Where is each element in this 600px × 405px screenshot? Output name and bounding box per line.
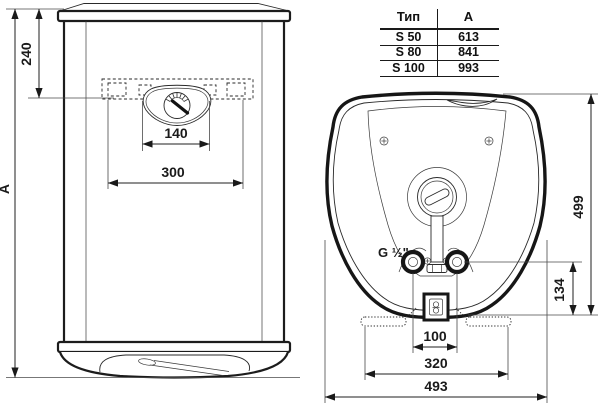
spec-table: Тип А S 50 613 S 80 841 S 100 993 [380, 3, 499, 77]
front-bottom-rim [56, 340, 292, 354]
spec-table-header-type: Тип [380, 9, 438, 28]
table-row: S 80 841 [380, 45, 499, 62]
gauge-scale-hatching [165, 92, 189, 102]
cover-screw-left [379, 136, 389, 146]
cable-gland [422, 292, 450, 322]
height-cell: 993 [458, 60, 479, 75]
front-view: A 240 140 300 [0, 3, 300, 379]
bottom-view: G ½" 499 134 100 320 [324, 91, 598, 403]
table-row: S 50 613 [380, 29, 499, 46]
dim-label-320: 320 [424, 355, 448, 371]
dim-label-overall-height: A [0, 184, 12, 194]
table-row: S 100 993 [380, 60, 499, 77]
model-cell: S 80 [380, 45, 438, 61]
dim-label-140: 140 [164, 125, 188, 141]
front-temperature-gauge [163, 92, 191, 119]
hidden-feet [360, 307, 512, 327]
dim-label-499: 499 [570, 195, 586, 219]
dim-label-300: 300 [161, 164, 185, 180]
bottom-center-panel [367, 106, 507, 277]
dim-label-100: 100 [423, 328, 447, 344]
spec-table-header-a: А [463, 9, 474, 24]
height-cell: 613 [458, 29, 479, 44]
front-bottom-cap-inner [99, 354, 251, 373]
dim-label-134: 134 [551, 278, 567, 302]
front-bottom-cap [58, 351, 290, 379]
sensor-tube [430, 215, 444, 263]
bottom-inner-contour [332, 99, 540, 311]
front-top-rim [56, 9, 292, 23]
thermostat-knob [417, 177, 457, 217]
bottom-dimensions: 499 134 100 320 493 [324, 93, 598, 403]
spec-table-header: Тип А [380, 3, 499, 30]
front-body [62, 21, 286, 342]
front-bottom-handle [138, 358, 230, 376]
height-cell: 841 [458, 45, 479, 60]
model-cell: S 100 [380, 60, 438, 76]
front-dimensions: A 240 140 300 [0, 8, 300, 378]
thread-size-label: G ½" [378, 245, 409, 260]
bottom-top-recess [446, 98, 498, 107]
pipe-left [400, 249, 426, 275]
cover-screw-right [484, 136, 494, 146]
model-cell: S 50 [380, 29, 438, 45]
dim-label-240: 240 [18, 42, 34, 66]
gauge-needle [170, 99, 190, 115]
front-top-surface [59, 3, 290, 12]
dim-label-493: 493 [424, 378, 448, 394]
